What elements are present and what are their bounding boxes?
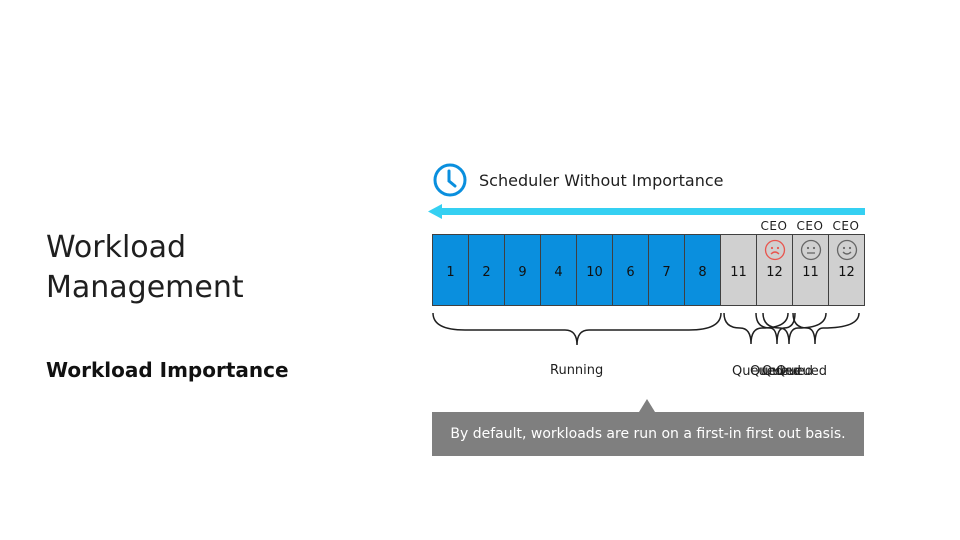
job-number: 6	[626, 264, 635, 280]
job-number: 1	[446, 264, 455, 280]
queued-job-cell: 12	[756, 234, 793, 306]
running-job-cell: 6	[612, 234, 649, 306]
callout-pointer	[639, 399, 655, 412]
queued-label: Queued	[750, 364, 801, 379]
scheduler-label: Scheduler Without Importance	[479, 171, 724, 190]
ceo-label: CEO	[760, 219, 788, 233]
running-job-cell: 7	[648, 234, 685, 306]
running-brace	[432, 312, 722, 346]
job-number: 10	[586, 264, 603, 280]
queued-brace	[723, 312, 789, 345]
running-job-cell: 2	[468, 234, 505, 306]
slide-subtitle: Workload Importance	[46, 358, 289, 382]
happy-face-icon	[836, 239, 858, 265]
job-number: 8	[698, 264, 707, 280]
running-job-cell: 9	[504, 234, 541, 306]
callout-text: By default, workloads are run on a first…	[450, 426, 846, 442]
queued-brace	[762, 312, 827, 345]
job-number: 11	[802, 264, 819, 280]
ceo-label: CEO	[832, 219, 860, 233]
direction-arrow	[428, 204, 865, 219]
job-number: 12	[766, 264, 783, 280]
queued-label: Queued	[776, 364, 827, 379]
group-brackets	[432, 312, 860, 346]
running-job-cell: 1	[432, 234, 469, 306]
queued-job-cell: 11	[720, 234, 757, 306]
job-number: 2	[482, 264, 491, 280]
running-job-cell: 4	[540, 234, 577, 306]
clock-icon	[433, 163, 467, 197]
job-number: 11	[730, 264, 747, 280]
sad-face-icon	[764, 239, 786, 265]
callout-box: By default, workloads are run on a first…	[432, 412, 864, 456]
running-label: Running	[550, 363, 604, 378]
job-number: 4	[554, 264, 563, 280]
job-number: 12	[838, 264, 855, 280]
slide-title: Workload Management	[46, 230, 244, 305]
ceo-label: CEO	[796, 219, 824, 233]
running-job-cell: 8	[684, 234, 721, 306]
queued-label: Queued	[762, 364, 813, 379]
queued-job-cell: 11	[792, 234, 829, 306]
job-number: 7	[662, 264, 671, 280]
queued-job-cell: 12	[828, 234, 865, 306]
neutral-face-icon	[800, 239, 822, 265]
queued-label: Queued	[732, 364, 783, 379]
job-number: 9	[518, 264, 527, 280]
queued-brace	[755, 312, 796, 345]
queued-brace	[792, 312, 860, 345]
running-job-cell: 10	[576, 234, 613, 306]
